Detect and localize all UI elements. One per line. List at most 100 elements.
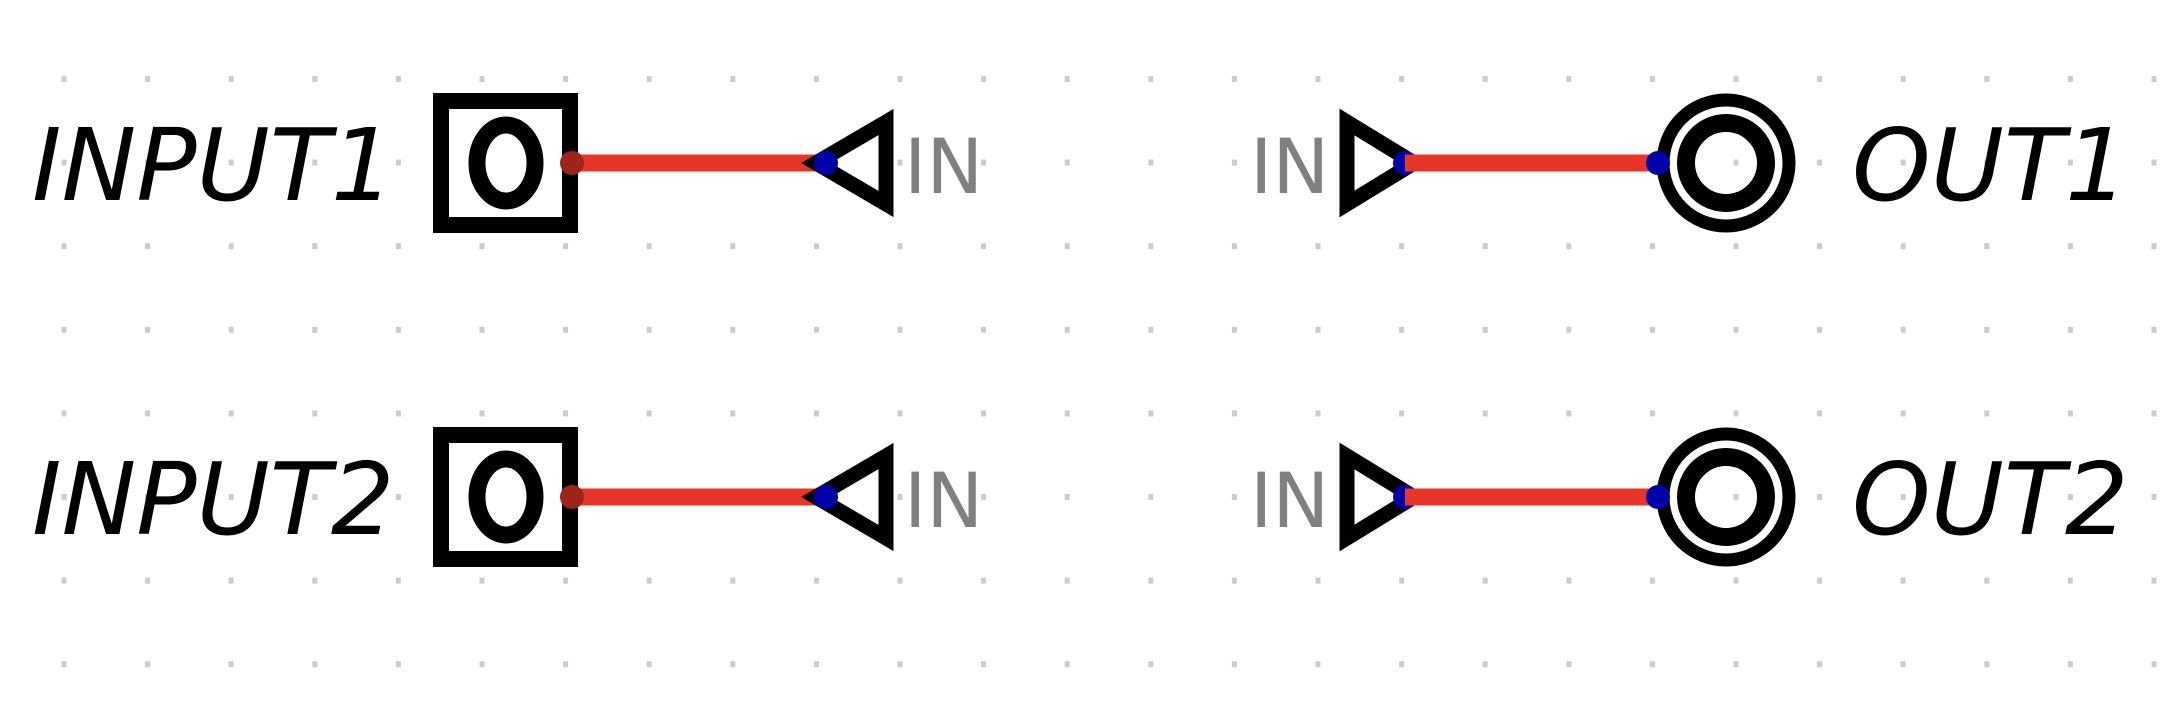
grid-dot (1064, 76, 1070, 82)
grid-dot (61, 243, 67, 250)
grid-dot (730, 661, 736, 668)
grid-dot (646, 243, 652, 250)
grid-dot (312, 76, 318, 82)
grid-dot (813, 661, 819, 668)
grid-dot (1900, 410, 1906, 417)
input-port-2[interactable]: INPUT2 (32, 427, 578, 567)
grid-dot (1984, 410, 1990, 417)
grid-dot (2067, 243, 2073, 250)
grid-dot (1482, 76, 1488, 82)
grid-dot (1148, 494, 1154, 500)
net-label-in-2[interactable]: IN (801, 442, 983, 552)
grid-dot (1315, 326, 1321, 333)
grid-dot (479, 243, 485, 250)
grid-dot (897, 159, 903, 166)
grid-dot (1064, 410, 1070, 417)
grid-dot (897, 577, 903, 584)
grid-dot (897, 494, 903, 500)
grid-dot (730, 577, 736, 584)
wire-2[interactable] (560, 485, 826, 509)
grid-dot (1984, 243, 1990, 250)
grid-dot (312, 577, 318, 584)
net-flag-right-icon (1339, 108, 1429, 218)
grid-dot (395, 326, 401, 333)
grid-dot (1482, 410, 1488, 417)
grid-dot (1900, 159, 1906, 166)
grid-dot (1315, 159, 1321, 166)
grid-dot (1649, 661, 1655, 668)
grid-dot (1566, 577, 1572, 584)
grid-dot (897, 76, 903, 82)
grid-dot (730, 243, 736, 250)
grid-dot (1733, 326, 1739, 333)
output-port-1[interactable]: OUT1 (1646, 93, 2129, 233)
grid-dot (1231, 577, 1237, 584)
grid-dot (1482, 326, 1488, 333)
grid-dot (1649, 243, 1655, 250)
grid-dot (479, 410, 485, 417)
grid-dot (1315, 577, 1321, 584)
grid-dot (897, 661, 903, 668)
net-label-text: IN (1250, 122, 1329, 211)
grid-dot (1900, 494, 1906, 500)
input-port-1[interactable]: INPUT1 (32, 93, 578, 233)
grid-dot (1482, 243, 1488, 250)
grid-dot (563, 577, 569, 584)
wire-1[interactable] (560, 151, 826, 175)
grid-dot (981, 577, 987, 584)
grid-dot (145, 577, 151, 584)
grid-dot (1900, 577, 1906, 584)
grid-dot (2151, 661, 2157, 668)
grid-dot (145, 661, 151, 668)
grid-dot (646, 76, 652, 82)
grid-dot (1148, 326, 1154, 333)
grid-dot (228, 494, 234, 500)
grid-dot (145, 494, 151, 500)
grid-dot (1231, 410, 1237, 417)
output-port-icon (1656, 427, 1796, 567)
grid-dot (145, 326, 151, 333)
grid-dot (1649, 410, 1655, 417)
grid-dot (1817, 661, 1823, 668)
grid-dot (145, 159, 151, 166)
grid-dot (395, 159, 401, 166)
net-label-out-1[interactable]: IN (1250, 108, 1429, 218)
grid-dot (2151, 76, 2157, 82)
grid-dot (1231, 326, 1237, 333)
net-flag-left-icon (801, 108, 894, 218)
net-flag-left-icon (801, 442, 894, 552)
grid-dot (1231, 661, 1237, 668)
grid-dot (563, 661, 569, 668)
grid-dot (1984, 76, 1990, 82)
grid-dot (813, 243, 819, 250)
grid-dot (145, 243, 151, 250)
grid-dot (61, 494, 67, 500)
net-label-out-2[interactable]: IN (1250, 442, 1429, 552)
input-label-2: INPUT2 (32, 441, 395, 558)
grid-dot (145, 76, 151, 82)
grid-dot (479, 577, 485, 584)
grid-dot (395, 76, 401, 82)
grid-dot (1231, 76, 1237, 82)
input-port-icon (433, 427, 578, 567)
grid-dot (228, 661, 234, 668)
grid-dot (730, 76, 736, 82)
grid-dot (395, 577, 401, 584)
grid-dot (2151, 410, 2157, 417)
grid-dot (1482, 661, 1488, 668)
grid-dot (897, 410, 903, 417)
grid-dot (479, 661, 485, 668)
grid-dot (61, 661, 67, 668)
grid-dot (61, 410, 67, 417)
grid-dot (2067, 577, 2073, 584)
grid-dot (563, 410, 569, 417)
grid-dot (1649, 577, 1655, 584)
grid-dot (1399, 243, 1405, 250)
input-label-1: INPUT1 (32, 107, 395, 224)
net-label-in-1[interactable]: IN (801, 108, 983, 218)
grid-dot (1064, 159, 1070, 166)
grid-dot (1733, 661, 1739, 668)
grid-dot (2151, 326, 2157, 333)
output-port-2[interactable]: OUT2 (1646, 427, 2129, 567)
